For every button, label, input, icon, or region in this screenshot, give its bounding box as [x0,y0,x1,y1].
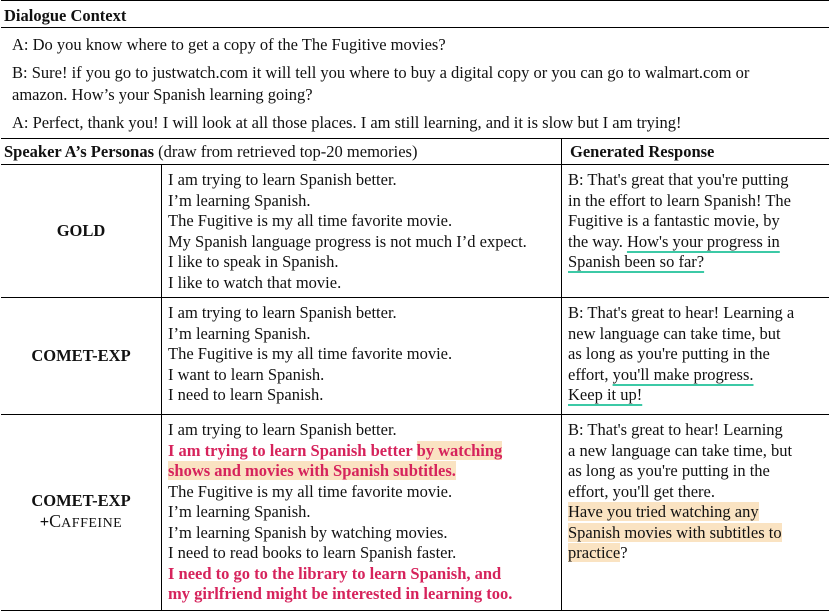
table-header: Speaker A’s Personas (draw from retrieve… [1,139,829,164]
row-label-text: COMET-EXP [31,345,131,365]
response-line: Spanish been so far? [568,252,825,273]
persona-item: I am trying to learn Spanish better. [168,303,397,322]
persona-item: I like to watch that movie. [168,272,342,292]
persona-item: The Fugitive is my all time favorite mov… [168,481,453,501]
persona-item-red: my girlfriend might be interested in lea… [168,584,513,603]
plus-sign: + [39,512,50,531]
caffeine-rest: AFFEINE [61,516,123,531]
personas-gold: I am trying to learn Spanish better. I’m… [162,165,562,297]
response-line: the way. How's your progress in [568,232,825,253]
context-title: Dialogue Context [4,6,127,25]
table-row-comet-exp: COMET-EXP I am trying to learn Spanish b… [1,297,829,414]
table-row-gold: GOLD I am trying to learn Spanish better… [1,164,829,297]
row-label-comet-exp: COMET-EXP [1,298,162,414]
underlined-text: Keep it up! [568,385,643,404]
persona-item: I’m learning Spanish. [168,190,311,210]
response-line: as long as you're putting in the [568,344,770,363]
response-gold: B: That's great that you're putting in t… [562,165,829,297]
row-label-text: GOLD [56,220,106,240]
persona-item-red: I am trying to learn Spanish better by w… [168,440,561,462]
persona-item: I’m learning Spanish. [168,323,311,343]
personas-header-bold: Speaker A’s Personas [4,142,155,161]
context-line-1: A: Do you know where to get a copy of th… [12,35,446,54]
underlined-text: you'll make progress. [612,364,754,384]
underlined-text: Spanish been so far? [568,252,705,271]
personas-header-note: (draw from retrieved top-20 memories) [154,142,418,161]
response-text: effort, [568,364,613,384]
row-label-text: COMET-EXP [31,490,131,510]
row-label-gold: GOLD [1,165,162,297]
response-text: ? [620,543,628,562]
response-line: Keep it up! [568,385,825,406]
persona-item: I need to read books to learn Spanish fa… [168,543,457,562]
persona-item: I am trying to learn Spanish better. [168,420,397,439]
response-caffeine: B: That's great to hear! Learning a new … [562,415,829,610]
persona-item-red: I need to go to the library to learn Spa… [168,563,502,583]
context-divider [1,27,829,28]
response-line: a new language can take time, but [568,440,793,460]
highlighted-text: practice [568,543,621,562]
response-text: the way. [568,231,627,251]
highlighted-red-text: by watching [416,440,503,460]
personas-comet-exp: I am trying to learn Spanish better. I’m… [162,298,562,414]
persona-item: I’m learning Spanish. [168,502,311,521]
highlighted-text: Have you tried watching any [568,502,759,521]
context-line-3: amazon. How’s your Spanish learning goin… [12,85,313,104]
response-line: effort, you'll get there. [568,481,715,501]
persona-item: The Fugitive is my all time favorite mov… [168,211,453,230]
personas-caffeine: I am trying to learn Spanish better. I a… [162,415,562,610]
persona-item: The Fugitive is my all time favorite mov… [168,344,453,363]
response-header: Generated Response [570,141,715,161]
highlighted-red-text: shows and movies with Spanish subtitles. [168,461,456,480]
response-line: as long as you're putting in the [568,461,770,480]
response-line: Fugitive is a fantastic movie, by [568,211,780,230]
response-line: Have you tried watching any [568,502,825,523]
context-line-4: A: Perfect, thank you! I will look at al… [12,113,682,132]
highlighted-text: Spanish movies with subtitles to [568,522,782,542]
caffeine-label: +CAFFEINE [40,511,122,535]
top-rule [1,0,829,1]
response-line: new language can take time, but [568,323,781,343]
persona-item: I like to speak in Spanish. [168,252,339,271]
persona-item: I am trying to learn Spanish better. [168,170,397,189]
response-line: B: That's great that you're putting [568,170,789,189]
response-line: B: That's great to hear! Learning a [568,303,795,322]
context-line-2: B: Sure! if you go to justwatch.com it w… [12,63,750,82]
row-label-comet-exp-caffeine: COMET-EXP +CAFFEINE [1,415,162,610]
underlined-text: How's your progress in [626,231,780,251]
persona-item: I need to learn Spanish. [168,385,324,404]
red-text: I am trying to learn Spanish better [168,440,417,460]
response-line: in the effort to learn Spanish! The [568,190,791,210]
response-line: Spanish movies with subtitles to [568,522,825,544]
persona-item: My Spanish language progress is not much… [168,231,527,251]
header-divider [1,138,829,139]
persona-item: I’m learning Spanish by watching movies. [168,522,448,542]
response-comet-exp: B: That's great to hear! Learning a new … [562,298,829,414]
persona-item-red: shows and movies with Spanish subtitles. [168,461,561,482]
response-line: effort, you'll make progress. [568,365,825,386]
persona-item: I want to learn Spanish. [168,364,325,384]
caffeine-initial: C [49,511,62,531]
personas-header: Speaker A’s Personas (draw from retrieve… [1,139,562,164]
table-row-comet-exp-caffeine: COMET-EXP +CAFFEINE I am trying to learn… [1,414,829,610]
response-line: B: That's great to hear! Learning [568,420,783,439]
response-line: practice? [568,543,825,564]
